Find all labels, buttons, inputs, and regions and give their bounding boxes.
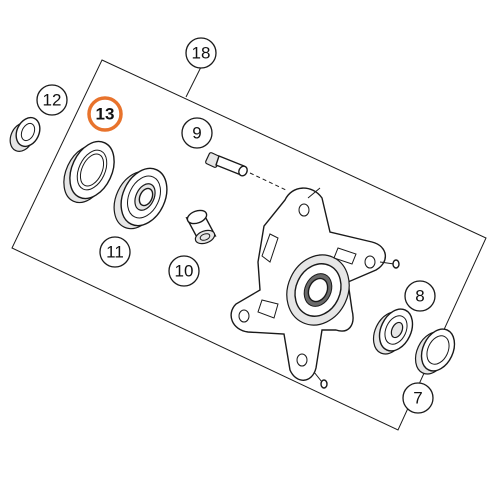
part-11-ball-bearing[interactable] — [105, 161, 175, 236]
callout-18-label: 18 — [192, 44, 211, 63]
callout-12[interactable]: 12 — [36, 84, 68, 116]
callout-12-label: 12 — [43, 91, 62, 110]
callout-10[interactable]: 10 — [168, 255, 200, 287]
callout-9[interactable]: 9 — [181, 117, 213, 149]
assembly-leader-line — [185, 66, 202, 98]
callout-18[interactable]: 18 — [185, 37, 217, 69]
callout-10-label: 10 — [175, 262, 194, 281]
part-8-bearing[interactable] — [367, 304, 419, 360]
part-12-spacer[interactable] — [6, 114, 45, 155]
callout-8[interactable]: 8 — [404, 280, 436, 312]
part-7-seal[interactable] — [409, 324, 461, 380]
callout-13-label: 13 — [96, 105, 115, 124]
part-9-bolt[interactable] — [205, 152, 287, 191]
callout-7[interactable]: 7 — [402, 382, 434, 414]
assembly-frame — [11, 59, 487, 431]
callout-7-label: 7 — [413, 389, 422, 408]
part-13-shaft-seal[interactable] — [55, 134, 123, 209]
callout-11[interactable]: 11 — [99, 236, 131, 268]
part-10-bushing[interactable] — [185, 208, 217, 246]
hub-carrier[interactable] — [230, 187, 400, 389]
callout-9-label: 9 — [192, 124, 201, 143]
callout-13-highlighted[interactable]: 13 — [87, 96, 123, 132]
callout-11-label: 11 — [106, 243, 124, 262]
callout-8-label: 8 — [415, 287, 424, 306]
bolt-axis-line — [249, 172, 287, 191]
